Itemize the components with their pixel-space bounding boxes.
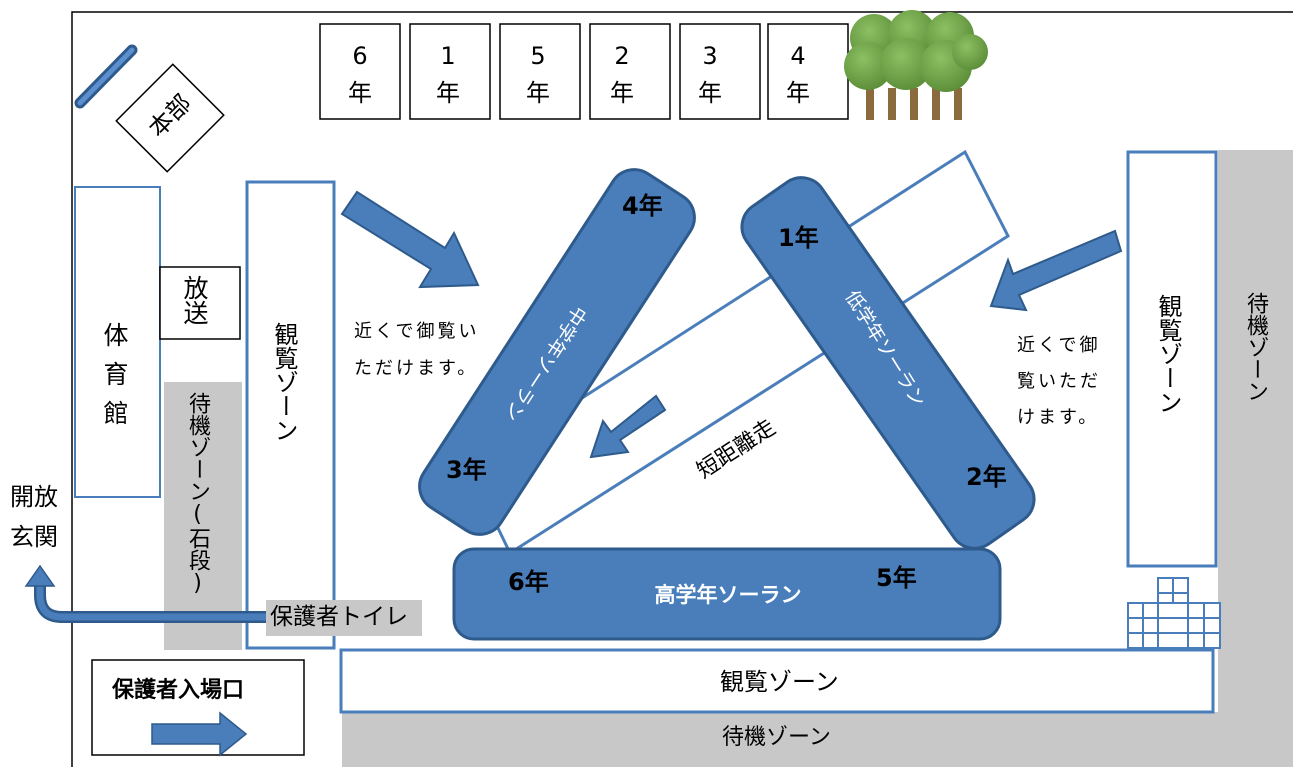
- close-view-note-left: 近くで御覧いただけます。: [354, 321, 480, 379]
- waiting-zone-right-label: 待機ゾーン: [1243, 292, 1268, 402]
- arrow-right-viewing: [989, 229, 1123, 312]
- arrow-track-direction: [589, 394, 667, 459]
- viewing-zone-bottom-label: 観覧ゾーン: [720, 668, 839, 696]
- lower-grade-zone: [740, 176, 1036, 550]
- viewing-zone-bottom: [339, 648, 1215, 714]
- parent-entrance-label: 保護者入場口: [112, 678, 245, 703]
- top-grade-boxes: [319, 23, 849, 120]
- broadcast-label: 放送: [180, 275, 209, 325]
- viewing-zone-right-label: 観覧ゾーン: [1154, 294, 1182, 414]
- waiting-zone-stairs: [164, 382, 242, 650]
- middle-grade-zone: [418, 168, 696, 536]
- badge-grade-3: 3年: [446, 456, 487, 484]
- trees-illustration: [844, 10, 988, 120]
- waiting-zone-bottom-label: 待機ゾーン: [722, 725, 831, 750]
- toilet-label-bg: [266, 600, 422, 636]
- entrance-arrow: [151, 711, 248, 757]
- viewing-zone-left-label: 観覧ゾーン: [270, 322, 298, 442]
- waiting-zone-right: [1218, 150, 1293, 767]
- waiting-zone-stairs-label: 待機ゾーン(石段): [185, 392, 210, 596]
- badge-grade-1: 1年: [778, 224, 819, 252]
- hq-box: [115, 63, 225, 173]
- viewing-zone-right: [1126, 150, 1218, 568]
- open-entrance-label: 開放玄関: [10, 483, 58, 551]
- upper-grade-zone-label: 高学年ソーラン: [655, 583, 802, 607]
- close-view-note-right: 近くで御覧いただけます。: [1017, 335, 1101, 428]
- badge-grade-2: 2年: [966, 463, 1007, 491]
- broadcast-booth: [159, 266, 241, 340]
- gym-label: 体育館: [100, 322, 129, 439]
- gym-building: [74, 186, 161, 498]
- upper-grade-zone: [452, 547, 1002, 641]
- site-boundary: [71, 11, 1293, 767]
- badge-grade-6: 6年: [508, 568, 549, 596]
- viewing-zone-left: [245, 180, 336, 650]
- school-building-icon: [1127, 577, 1221, 649]
- parent-toilet-label: 保護者トイレ: [270, 604, 408, 630]
- badge-grade-4: 4年: [622, 192, 663, 220]
- arrow-left-viewing: [340, 190, 480, 289]
- badge-grade-5: 5年: [876, 564, 917, 592]
- waiting-zone-bottom: [342, 712, 1293, 767]
